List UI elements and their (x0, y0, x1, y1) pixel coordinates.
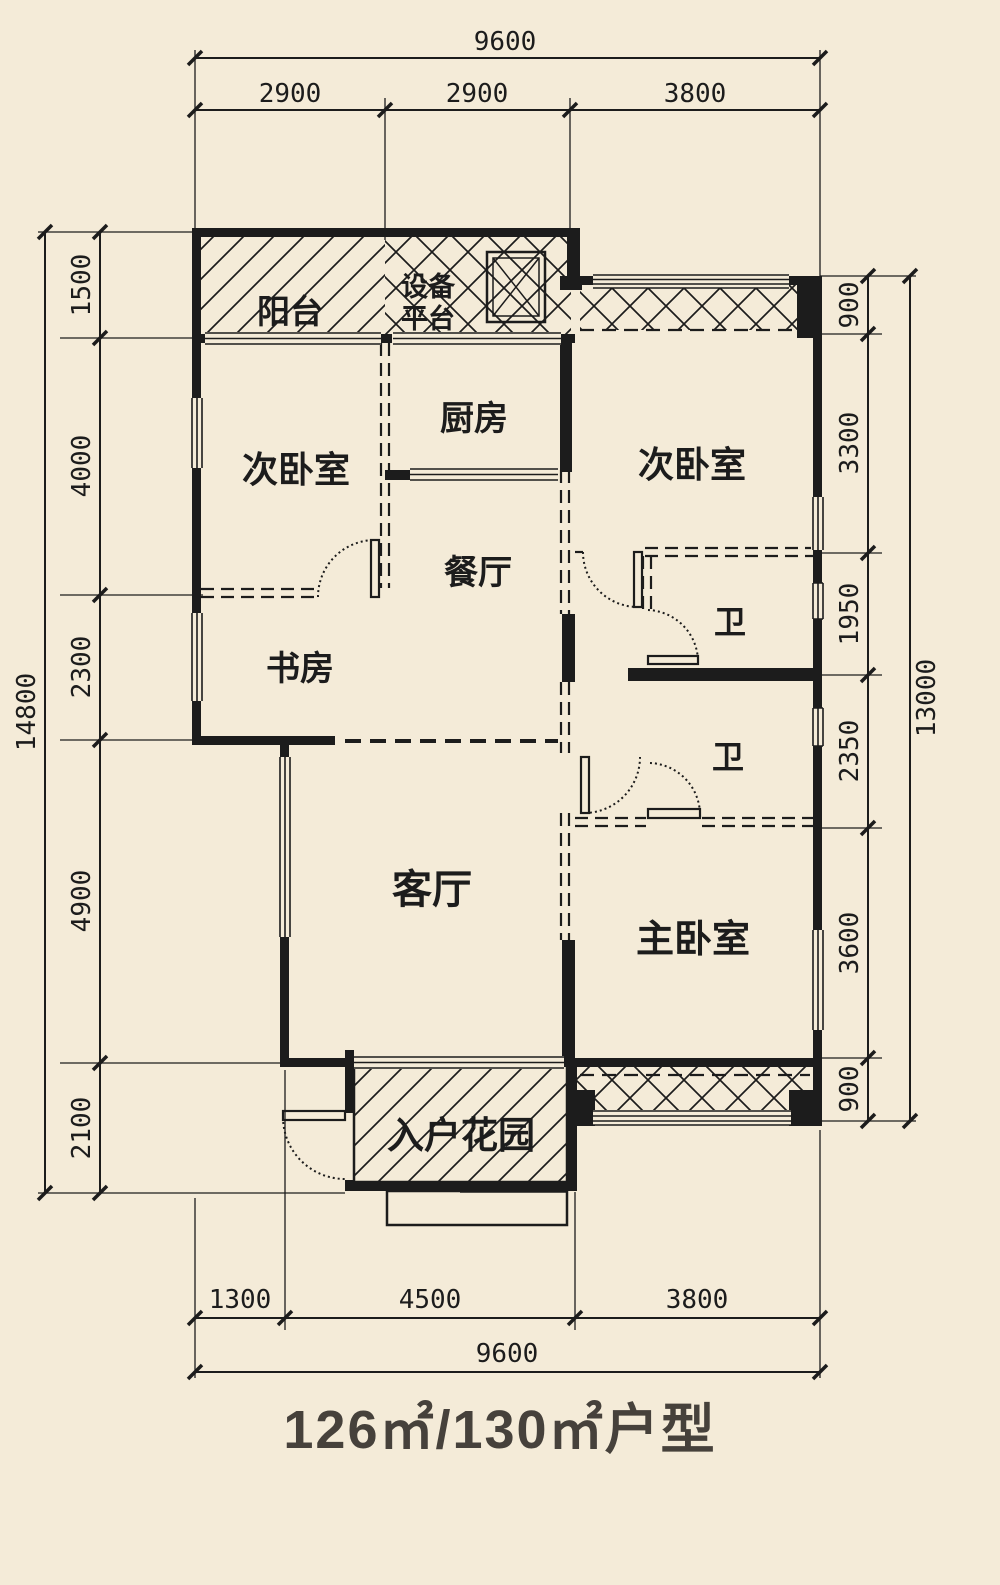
dim-left-seg-1: 1500 (67, 254, 97, 317)
balcony-hatch (201, 237, 385, 334)
room-label-entry-garden: 入户花园 (387, 1115, 535, 1156)
walls (192, 228, 822, 1191)
dim-left-seg-3: 2300 (67, 636, 97, 699)
dim-left-seg-2: 4000 (67, 435, 97, 498)
flue-shaft (485, 250, 547, 324)
room-label-equipment-platform-line2: 平台 (401, 303, 455, 334)
dim-bottom-seg-1: 1300 (209, 1285, 272, 1315)
dim-left-seg-5: 2100 (67, 1097, 97, 1160)
dim-right-total: 13000 (912, 659, 942, 737)
dim-bottom-seg-2: 4500 (399, 1285, 462, 1315)
dashed-partitions (201, 328, 813, 1077)
room-label-kitchen: 厨房 (440, 400, 508, 438)
dimension-lines (44, 57, 911, 1373)
room-label-bedroom-left: 次卧室 (242, 449, 350, 490)
doors (281, 538, 702, 1180)
room-label-balcony: 阳台 (257, 293, 323, 330)
dim-bottom-total: 9600 (476, 1339, 539, 1369)
room-label-equipment-platform-line1: 设备 (401, 272, 456, 302)
dim-right-seg-2: 3300 (835, 412, 865, 475)
room-label-study: 书房 (266, 650, 334, 688)
dim-right-seg-4: 2350 (835, 720, 865, 783)
room-label-bath-lower: 卫 (712, 739, 744, 775)
room-label-master-bedroom: 主卧室 (636, 918, 750, 961)
dim-left-total: 14800 (12, 673, 42, 751)
entry-step (385, 1189, 569, 1227)
dimension-labels: 9600 2900 2900 3800 1300 4500 3800 9600 … (12, 27, 942, 1369)
dim-top-seg-2: 2900 (446, 79, 509, 109)
dim-right-seg-5: 3600 (835, 912, 865, 975)
dim-bottom-seg-3: 3800 (666, 1285, 729, 1315)
windows (189, 274, 825, 1193)
dim-left-seg-4: 4900 (67, 870, 97, 933)
dim-right-seg-3: 1950 (835, 583, 865, 646)
room-label-bath-upper: 卫 (714, 604, 746, 640)
dim-top-seg-1: 2900 (259, 79, 322, 109)
dim-top-seg-3: 3800 (664, 79, 727, 109)
top-bay-window-hatch (580, 285, 813, 330)
plan-title: 126㎡/130㎡户型 (283, 1399, 716, 1460)
room-label-dining: 餐厅 (444, 554, 512, 592)
room-label-bedroom-right: 次卧室 (638, 444, 746, 485)
room-label-living: 客厅 (392, 868, 472, 912)
hatched-areas (201, 237, 813, 1184)
dim-right-seg-6: 900 (835, 1066, 865, 1113)
dim-right-seg-1: 900 (835, 282, 865, 329)
entry-garden-hatch (354, 1058, 567, 1182)
dim-top-total: 9600 (474, 27, 537, 57)
room-labels: 阳台 设备 平台 厨房 次卧室 次卧室 餐厅 书房 卫 卫 客厅 主卧室 入户花… (242, 272, 750, 1156)
bottom-bay-window-hatch (575, 1067, 813, 1112)
